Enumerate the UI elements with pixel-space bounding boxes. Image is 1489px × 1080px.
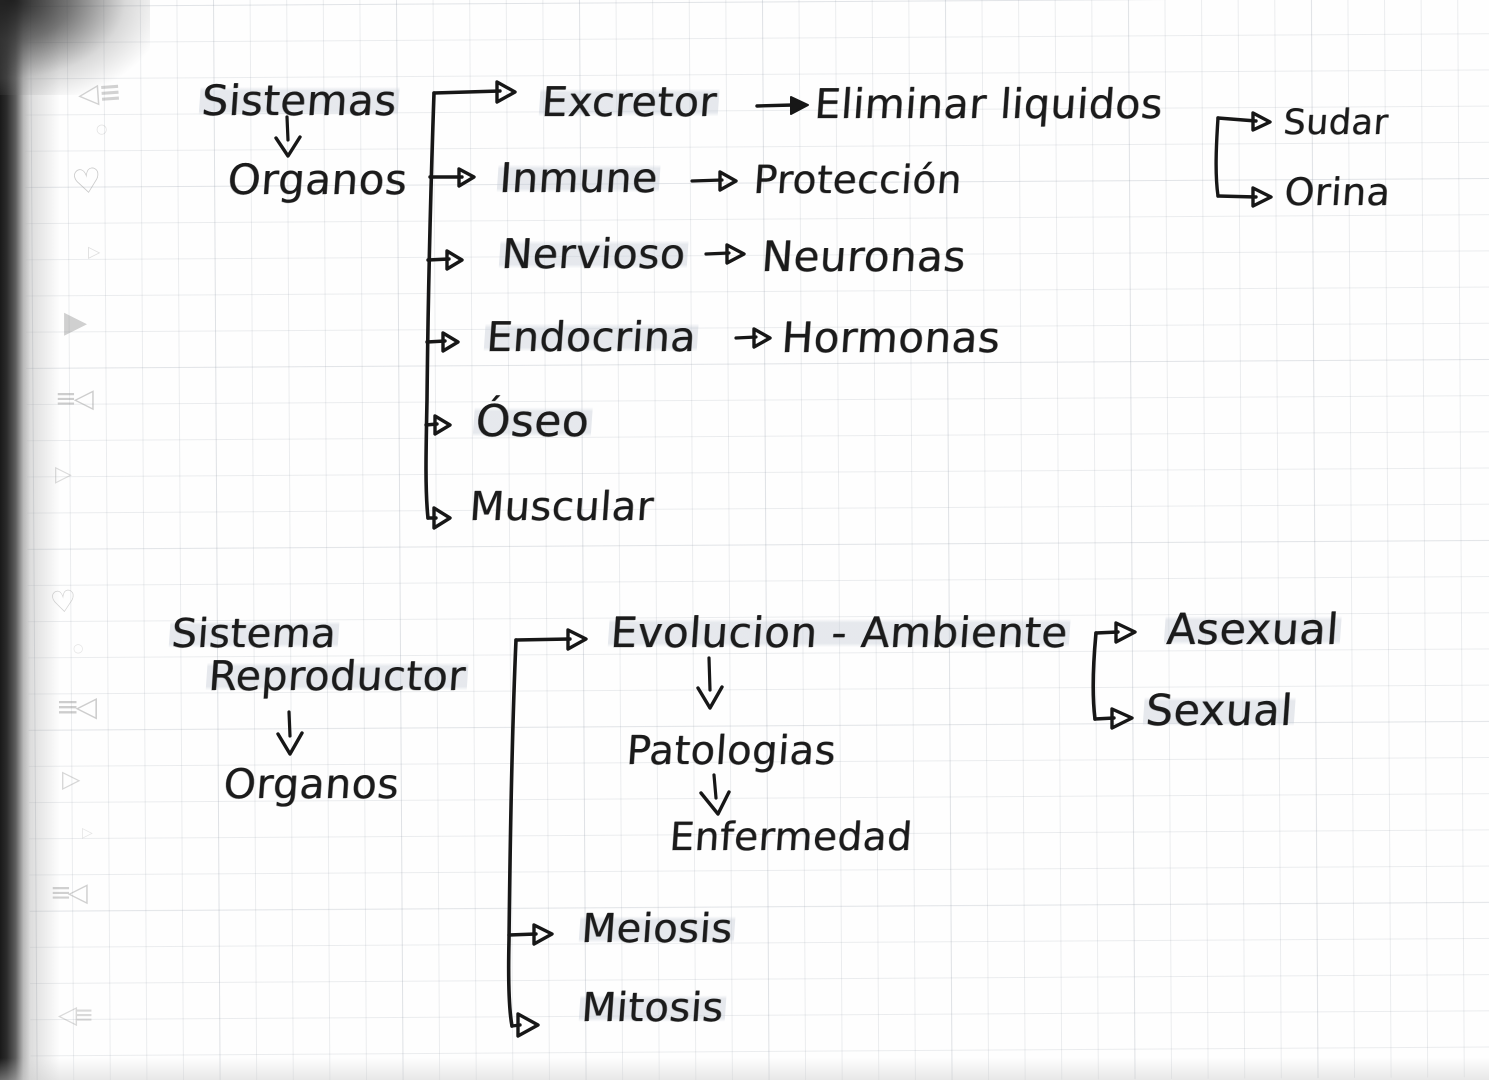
bottom-subitem-sexual: Sexual bbox=[1142, 686, 1297, 736]
top-root-subtitle: Organos bbox=[226, 155, 410, 204]
margin-showthrough-mark-7: ▷ bbox=[55, 462, 72, 487]
bottom-root-title-line2: Reproductor bbox=[205, 652, 470, 700]
notebook-gutter-shadow bbox=[0, 0, 30, 1080]
margin-showthrough-mark-5: ▶ bbox=[64, 305, 88, 340]
bottom-branch-label-meiosis: Meiosis bbox=[578, 906, 737, 952]
bottom-edge-shadow bbox=[0, 1058, 1489, 1080]
top-branch-detail-endocrina: Hormonas bbox=[780, 313, 1003, 362]
bottom-branch-label-evolucion-ambiente: Evolucion - Ambiente bbox=[607, 608, 1072, 657]
margin-showthrough-mark-12: ▷ bbox=[82, 825, 93, 841]
bottom-subitem-asexual: Asexual bbox=[1163, 605, 1343, 655]
bottom-root-subtitle: Organos bbox=[222, 760, 401, 808]
margin-showthrough-mark-11: ▷ bbox=[62, 765, 81, 793]
margin-showthrough-mark-9: ○ bbox=[73, 641, 84, 655]
margin-showthrough-mark-8: ♡ bbox=[48, 583, 79, 622]
top-left-shadow bbox=[0, 0, 150, 95]
top-subitem-sudar: Sudar bbox=[1282, 103, 1390, 143]
margin-showthrough-mark-3: ♡ bbox=[69, 160, 106, 204]
bottom-chain-enfermedad: Enfermedad bbox=[668, 815, 914, 860]
top-root-title: Sistemas bbox=[198, 76, 401, 125]
margin-showthrough-mark-4: ▷ bbox=[88, 242, 101, 261]
top-branch-label-inmune: Inmune bbox=[496, 154, 662, 202]
top-branch-detail-excretor: Eliminar liquidos bbox=[813, 80, 1165, 128]
bottom-chain-patologias: Patologias bbox=[625, 728, 838, 774]
margin-showthrough-mark-14: ◁≡ bbox=[58, 1000, 94, 1029]
bottom-root-title-line1: Sistema bbox=[168, 611, 340, 657]
margin-showthrough-mark-6: ≡◁ bbox=[55, 384, 94, 414]
margin-showthrough-mark-13: ≡◁ bbox=[50, 878, 88, 908]
top-branch-label-oseo: Óseo bbox=[472, 396, 594, 447]
top-subitem-orina: Orina bbox=[1283, 170, 1393, 214]
top-branch-label-endocrina: Endocrina bbox=[483, 313, 700, 361]
top-branch-label-excretor: Excretor bbox=[538, 78, 721, 126]
bottom-branch-label-mitosis: Mitosis bbox=[578, 985, 728, 1031]
margin-showthrough-mark-10: ≡◁ bbox=[56, 690, 97, 723]
margin-showthrough-mark-2: ○ bbox=[96, 122, 108, 137]
top-branch-label-nervioso: Nervioso bbox=[498, 230, 690, 278]
top-branch-label-muscular: Muscular bbox=[468, 484, 656, 530]
margin-showthrough-mark-1: ◁≡ bbox=[76, 76, 123, 111]
top-branch-detail-nervioso: Neuronas bbox=[760, 232, 968, 281]
top-branch-detail-inmune: Protección bbox=[752, 158, 964, 203]
